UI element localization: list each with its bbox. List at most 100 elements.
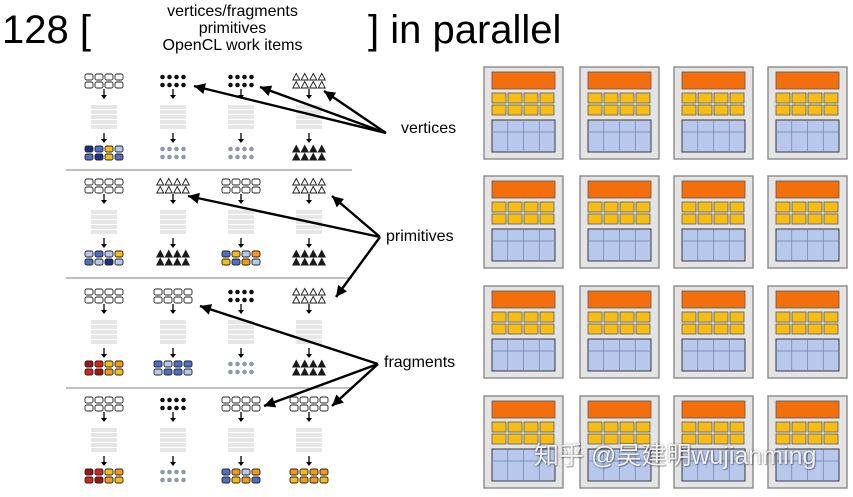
- alu-block: [681, 433, 697, 445]
- vertex-square-icon: [94, 404, 104, 412]
- alu-block: [523, 92, 539, 104]
- vertex-square-icon: [251, 258, 261, 266]
- down-arrow-head: [306, 462, 312, 466]
- alu-block: [713, 421, 729, 433]
- down-arrow-head: [101, 418, 107, 422]
- shader-stack-bar: [228, 120, 254, 124]
- vertex-square-icon: [114, 250, 124, 258]
- down-arrow-head: [238, 462, 244, 466]
- down-arrow-head: [101, 244, 107, 248]
- fragment-dot-icon: [160, 154, 165, 160]
- output-primitives: [155, 249, 191, 266]
- vertex-square-icon: [231, 186, 241, 194]
- shader-stack-bar: [228, 340, 254, 344]
- vertex-square-icon: [114, 73, 124, 81]
- vertex-square-icon: [104, 404, 114, 412]
- shader-stack-icon: [228, 210, 254, 234]
- shader-stack-bar: [91, 428, 117, 432]
- vertex-square-icon: [231, 178, 241, 186]
- vertex-square-icon: [309, 404, 319, 412]
- down-arrow-head: [238, 418, 244, 422]
- assignment-arrow: [323, 90, 387, 134]
- vertex-square-icon: [173, 288, 183, 296]
- fragment-dot-icon: [235, 369, 240, 375]
- primitive-triangle-icon: [291, 80, 301, 89]
- fragment-dot-icon: [181, 477, 186, 483]
- shader-stack-icon: [160, 428, 186, 452]
- vertex-square-icon: [231, 396, 241, 404]
- input-primitives: [291, 287, 327, 304]
- vertex-square-icon: [173, 296, 183, 304]
- vertex-square-icon: [183, 296, 193, 304]
- fragment-dot-icon: [167, 74, 172, 80]
- fragment-dot-icon: [174, 146, 179, 152]
- down-arrow-head: [306, 354, 312, 358]
- fragment-dot-icon: [249, 361, 254, 367]
- shader-stack-bar: [228, 115, 254, 119]
- shader-stack-bar: [228, 320, 254, 324]
- alu-block: [491, 433, 507, 445]
- shader-stack-bar: [296, 438, 322, 442]
- shader-stack-bar: [296, 433, 322, 437]
- primitive-triangle-icon: [317, 367, 327, 376]
- alu-block: [713, 104, 729, 116]
- primitive-triangle-icon: [300, 80, 310, 89]
- gpu-core-grid: [483, 66, 848, 489]
- fragment-dot-icon: [174, 74, 179, 80]
- shader-stack-bar: [296, 120, 322, 124]
- alu-block: [635, 323, 651, 335]
- shader-stack-bar: [160, 215, 186, 219]
- fragment-dot-icon: [228, 361, 233, 367]
- alu-block: [775, 213, 791, 225]
- alu-block: [807, 421, 823, 433]
- fragment-dot-icon: [242, 297, 247, 303]
- shader-stack-bar: [228, 438, 254, 442]
- primitive-triangle-icon: [317, 249, 327, 258]
- shader-stack-icon: [91, 320, 117, 344]
- primitive-triangle-icon: [300, 287, 310, 296]
- shader-stack-bar: [160, 125, 186, 129]
- fragment-dot-icon: [174, 477, 179, 483]
- alu-block: [539, 201, 555, 213]
- vertex-square-icon: [231, 476, 241, 484]
- alu-block: [603, 421, 619, 433]
- fetch-decode-block: [491, 290, 556, 309]
- down-arrow-head: [306, 139, 312, 143]
- primitive-triangle-icon: [155, 177, 165, 186]
- shader-stack-bar: [296, 325, 322, 329]
- alu-block: [807, 213, 823, 225]
- vertex-square-icon: [84, 360, 94, 368]
- vertex-square-icon: [251, 468, 261, 476]
- vertex-square-icon: [289, 404, 299, 412]
- vertex-square-icon: [94, 476, 104, 484]
- vertex-square-icon: [84, 145, 94, 153]
- shader-stack-icon: [228, 428, 254, 452]
- output-squares-fragment-orange: [289, 468, 329, 484]
- fetch-decode-block: [775, 71, 840, 90]
- alu-block: [603, 323, 619, 335]
- primitive-triangle-icon: [308, 249, 318, 258]
- assignment-arrow-head: [332, 394, 344, 406]
- gpu-core-icon: [579, 175, 660, 269]
- alu-block: [697, 92, 713, 104]
- fragment-dot-icon: [235, 289, 240, 295]
- gpu-core-icon: [673, 285, 754, 379]
- shader-stack-bar: [91, 433, 117, 437]
- assignment-arrow-head: [332, 196, 344, 208]
- fragment-dot-icon: [235, 74, 240, 80]
- shader-stack-bar: [296, 443, 322, 447]
- fragment-dot-icon: [242, 82, 247, 88]
- vertex-square-icon: [319, 396, 329, 404]
- gpu-core-icon: [579, 395, 660, 489]
- down-arrow-head: [170, 418, 176, 422]
- output-fragments: [160, 469, 186, 483]
- shader-stack-bar: [91, 325, 117, 329]
- shader-stack-bar: [160, 335, 186, 339]
- shader-stack-bar: [91, 320, 117, 324]
- vertex-square-icon: [299, 404, 309, 412]
- alu-block: [539, 433, 555, 445]
- primitive-triangle-icon: [291, 177, 301, 186]
- alu-block: [491, 201, 507, 213]
- fragment-dot-icon: [228, 146, 233, 152]
- shader-stack-bar: [91, 115, 117, 119]
